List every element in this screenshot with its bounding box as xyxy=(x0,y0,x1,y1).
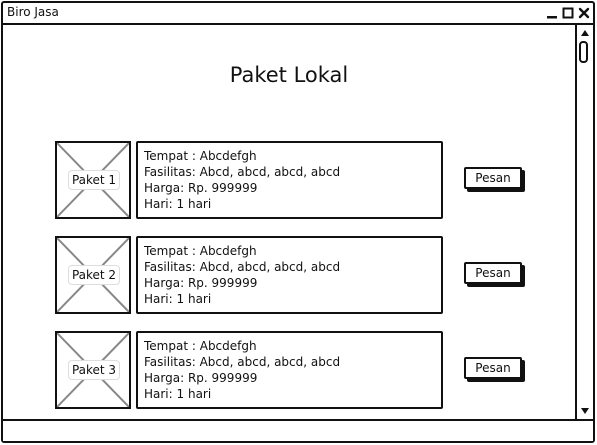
pesan-button[interactable]: Pesan xyxy=(464,167,522,189)
fasilitas-value: Abcd, abcd, abcd, abcd xyxy=(199,165,341,179)
harga-label: Harga: xyxy=(144,371,185,385)
hari-row: Hari: 1 hari xyxy=(144,196,435,212)
package-card: Paket 3 Tempat : Abcdefgh Fasilitas: Abc… xyxy=(3,331,575,409)
package-info: Tempat : Abcdefgh Fasilitas: Abcd, abcd,… xyxy=(136,236,443,314)
minimize-icon[interactable] xyxy=(545,7,558,20)
page-title: Paket Lokal xyxy=(229,63,349,87)
hari-row: Hari: 1 hari xyxy=(144,386,435,402)
maximize-icon[interactable] xyxy=(561,7,574,20)
fasilitas-label: Fasilitas: xyxy=(144,260,196,274)
fasilitas-row: Fasilitas: Abcd, abcd, abcd, abcd xyxy=(144,164,435,180)
harga-value: Rp. 999999 xyxy=(187,276,258,290)
harga-value: Rp. 999999 xyxy=(187,371,258,385)
hari-value: 1 hari xyxy=(176,292,212,306)
harga-row: Harga: Rp. 999999 xyxy=(144,180,435,196)
fasilitas-value: Abcd, abcd, abcd, abcd xyxy=(199,260,341,274)
harga-label: Harga: xyxy=(144,181,185,195)
status-bar xyxy=(3,419,593,441)
title-bar: Biro Jasa xyxy=(3,3,593,25)
package-image-label: Paket 3 xyxy=(68,360,120,380)
tempat-value: Abcdefgh xyxy=(199,339,257,353)
tempat-value: Abcdefgh xyxy=(199,244,257,258)
image-placeholder-icon: Paket 2 xyxy=(55,236,131,314)
harga-row: Harga: Rp. 999999 xyxy=(144,370,435,386)
tempat-label: Tempat : xyxy=(144,244,196,258)
vertical-scrollbar[interactable] xyxy=(575,25,593,419)
hari-row: Hari: 1 hari xyxy=(144,291,435,307)
tempat-value: Abcdefgh xyxy=(199,149,257,163)
hari-value: 1 hari xyxy=(176,387,212,401)
hari-label: Hari: xyxy=(144,292,173,306)
arrow-down-icon[interactable] xyxy=(578,405,591,417)
package-card: Paket 2 Tempat : Abcdefgh Fasilitas: Abc… xyxy=(3,236,575,314)
image-placeholder-icon: Paket 1 xyxy=(55,141,131,219)
window-controls xyxy=(545,5,590,21)
arrow-up-icon[interactable] xyxy=(578,27,591,39)
package-info: Tempat : Abcdefgh Fasilitas: Abcd, abcd,… xyxy=(136,331,443,409)
pesan-button[interactable]: Pesan xyxy=(464,357,522,379)
harga-label: Harga: xyxy=(144,276,185,290)
package-image-label: Paket 2 xyxy=(68,265,120,285)
main-content: Paket Lokal Paket 1 Tempat : Abcdefgh Fa… xyxy=(3,25,575,419)
harga-value: Rp. 999999 xyxy=(187,181,258,195)
tempat-row: Tempat : Abcdefgh xyxy=(144,243,435,259)
fasilitas-label: Fasilitas: xyxy=(144,165,196,179)
package-info: Tempat : Abcdefgh Fasilitas: Abcd, abcd,… xyxy=(136,141,443,219)
fasilitas-label: Fasilitas: xyxy=(144,355,196,369)
image-placeholder-icon: Paket 3 xyxy=(55,331,131,409)
hari-value: 1 hari xyxy=(176,197,212,211)
fasilitas-value: Abcd, abcd, abcd, abcd xyxy=(199,355,341,369)
fasilitas-row: Fasilitas: Abcd, abcd, abcd, abcd xyxy=(144,259,435,275)
tempat-row: Tempat : Abcdefgh xyxy=(144,148,435,164)
harga-row: Harga: Rp. 999999 xyxy=(144,275,435,291)
hari-label: Hari: xyxy=(144,387,173,401)
close-icon[interactable] xyxy=(577,7,590,20)
tempat-label: Tempat : xyxy=(144,339,196,353)
tempat-row: Tempat : Abcdefgh xyxy=(144,338,435,354)
hari-label: Hari: xyxy=(144,197,173,211)
tempat-label: Tempat : xyxy=(144,149,196,163)
package-card: Paket 1 Tempat : Abcdefgh Fasilitas: Abc… xyxy=(3,141,575,219)
pesan-button[interactable]: Pesan xyxy=(464,262,522,284)
package-image-label: Paket 1 xyxy=(68,170,120,190)
scrollbar-thumb[interactable] xyxy=(579,41,588,63)
window-title: Biro Jasa xyxy=(7,5,59,19)
fasilitas-row: Fasilitas: Abcd, abcd, abcd, abcd xyxy=(144,354,435,370)
